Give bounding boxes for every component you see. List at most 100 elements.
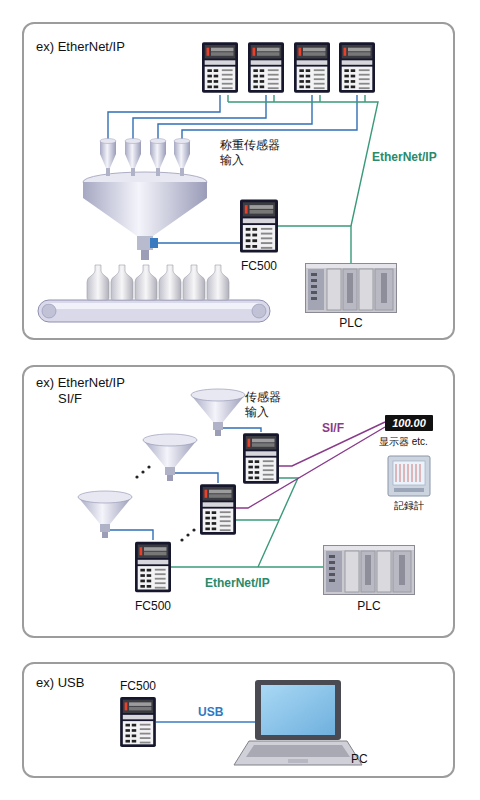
hopper [150, 154, 166, 168]
bottle [111, 265, 133, 300]
hopper [100, 139, 116, 144]
ellipsis-dots [135, 475, 138, 478]
pc-laptop [255, 680, 341, 740]
conveyor [38, 300, 270, 322]
node-label: PLC [305, 316, 397, 330]
node-label: FC500 [123, 599, 183, 613]
connector-line [278, 226, 351, 263]
bottle [135, 265, 157, 300]
conveyor [46, 303, 262, 309]
panel-frame: ex) USB FC500PC [22, 662, 455, 778]
pc-laptop [288, 759, 308, 763]
hopper [83, 182, 207, 198]
plc-unit [324, 546, 415, 595]
serial-wire [279, 422, 385, 466]
hopper [174, 139, 190, 144]
recorder-unit [388, 456, 430, 496]
node-label: FC500 [108, 679, 168, 693]
connector-line [171, 566, 323, 567]
hopper [78, 389, 245, 538]
recorder-unit [388, 456, 430, 496]
signal-wire [153, 242, 240, 243]
node-label: PC [351, 752, 368, 767]
display-unit: 100.00显示器 etc. [385, 415, 433, 431]
controller-unit [120, 697, 156, 747]
serial-wire [236, 422, 385, 508]
panel-heading: ex) USB [36, 675, 84, 691]
panel-frame: ex) EtherNet/IP SI/FFC500100.00显示器 etc.記… [22, 365, 455, 638]
recorder-unit [393, 461, 425, 485]
hopper [213, 422, 223, 430]
connector-label: EtherNet/IP [372, 150, 437, 165]
hopper [150, 238, 158, 248]
annotation-label: SI/F [322, 421, 344, 436]
controller-unit [200, 484, 236, 534]
node-label: 記録計 [384, 499, 434, 512]
hopper [167, 475, 173, 481]
hopper [125, 154, 141, 168]
hopper [83, 198, 207, 236]
signal-wire [108, 95, 220, 139]
node-label: FC500 [229, 259, 289, 273]
controller-unit [202, 42, 238, 92]
signal-wire [110, 428, 261, 540]
bottle [159, 265, 181, 300]
bottle [183, 265, 205, 300]
recorder-unit: 記録計 [388, 456, 430, 496]
node-label: 100.00 [385, 416, 433, 430]
hopper [150, 139, 166, 144]
hopper [143, 434, 197, 446]
controller-unit [248, 42, 284, 92]
signal-wire [223, 428, 261, 432]
controller-unit [135, 433, 279, 592]
ellipsis-dots [192, 528, 195, 531]
recorder-unit [396, 464, 420, 482]
controller-unit [339, 42, 375, 92]
panel-frame: ex) EtherNet/IPFC500PLC [22, 22, 455, 340]
annotation-label: 传感器 输入 [245, 390, 285, 420]
hopper [102, 532, 108, 538]
panel-heading: ex) EtherNet/IP [36, 39, 125, 55]
conveyor [38, 300, 270, 322]
hopper [100, 524, 110, 532]
conveyor [42, 304, 56, 318]
hopper [125, 139, 141, 144]
controller-unit [120, 697, 156, 747]
signal-wire [175, 473, 218, 483]
controller-unit [135, 542, 171, 592]
annotation-label: 称重传感器 输入 [220, 138, 286, 168]
network-bus [228, 95, 365, 102]
connector-label: USB [198, 705, 223, 720]
ellipsis-dots [141, 470, 144, 473]
recorder-unit [394, 488, 424, 492]
network-bus [258, 478, 298, 567]
plc-unit: PLC [305, 263, 397, 313]
bottle [207, 265, 229, 300]
plc-unit [306, 264, 397, 313]
controller-unit [240, 199, 278, 252]
pc-laptop [261, 685, 335, 735]
bottle [87, 265, 229, 300]
pc-laptop [234, 680, 362, 765]
recorder-unit [396, 464, 420, 482]
hopper [180, 168, 184, 176]
controller-unit [202, 42, 375, 252]
hopper [141, 250, 149, 260]
controller-unit: FC500 [120, 697, 156, 747]
ellipsis-dots [180, 538, 183, 541]
hopper [100, 154, 116, 168]
display-unit [385, 415, 433, 431]
hopper [156, 168, 160, 176]
node-label: 显示器 etc. [379, 435, 428, 448]
conveyor [252, 304, 266, 318]
ellipsis-dots [147, 465, 150, 468]
controller-unit [294, 42, 330, 92]
hopper [106, 168, 110, 176]
pc-laptop [246, 745, 350, 757]
bottle [87, 265, 109, 300]
hopper [174, 154, 190, 168]
pc-laptop [234, 741, 362, 765]
network-bus [236, 519, 279, 520]
display-unit [385, 415, 433, 431]
ellipsis-dots [186, 533, 189, 536]
